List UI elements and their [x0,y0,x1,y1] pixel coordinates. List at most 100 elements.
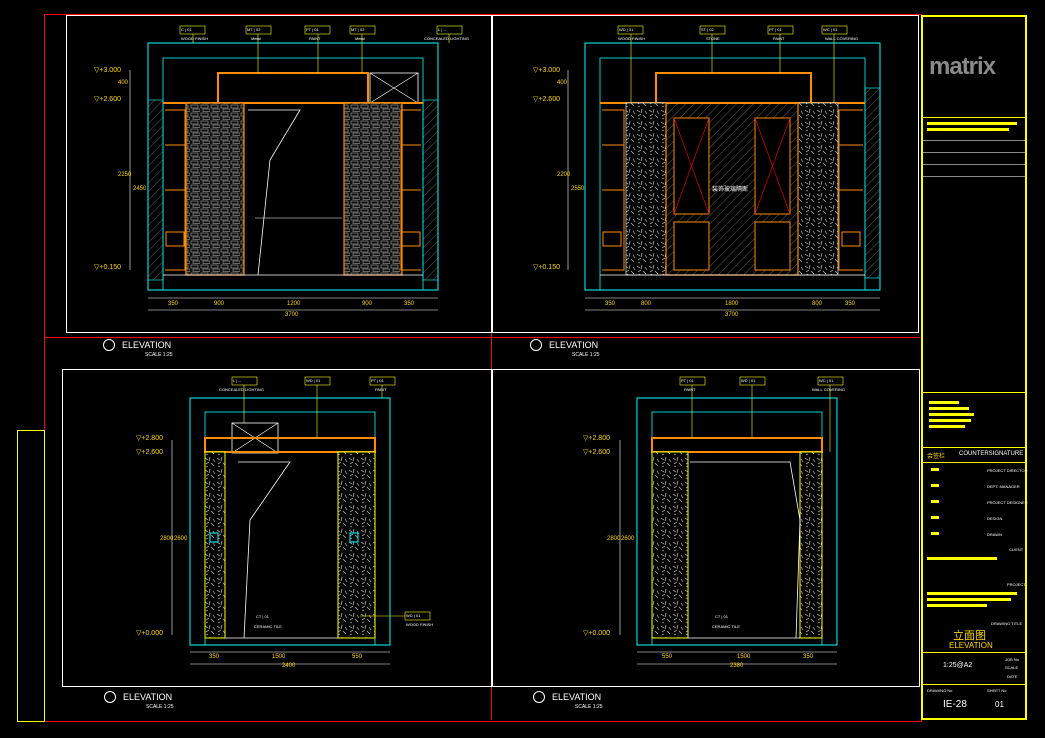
role-design: DESIGN [987,516,1003,521]
view-2-scale: SCALE 1:25 [572,352,600,358]
view-4-title: ELEVATION [552,692,602,702]
view-4-level-3: ▽+0.000 [583,630,610,637]
view-1-dim-left-3: 2450 [133,186,147,192]
view-3-tag-3-text: PAINT [375,387,387,392]
view-1-dim-2: 900 [214,301,225,307]
view-1-tag-5-text: CONCEALED LIGHTING [424,36,469,41]
view-panel-2 [492,15,919,333]
view-1-tag-1: C | 01 [181,27,192,32]
view-1-marker-icon [103,339,115,351]
view-1-dim-3: 1200 [287,301,301,307]
view-1-level-1: ▽+3.000 [94,67,121,74]
sheet-grid-v [491,14,492,720]
view-1-dim-left-1: 400 [118,80,129,86]
project-label: PROJECT [1007,582,1026,587]
view-1-dim-total: 3700 [285,312,299,318]
view-3-dim-total: 2400 [282,663,296,669]
signature-header: 会签栏 COUNTERSIGNATURE [923,447,1025,463]
view-2-tag-1-text: WOOD FINISH [618,36,646,41]
view-4-tag-1: PT | 01 [681,378,694,383]
role-project-director: PROJECT DIRECTOR [987,468,1028,473]
view-1-dim-5: 350 [404,301,415,307]
view-4-tag-3: WC | 01 [819,378,834,383]
drawing-title-en: ELEVATION [949,641,993,650]
view-4-dim-left-1: 2800 [607,536,621,542]
view-panel-3 [62,369,492,687]
view-2-center-label: 装饰玻璃隔断 [712,187,749,193]
elevation-3 [171,376,431,665]
view-1-dim-4: 900 [362,301,373,307]
view-2-marker-icon [530,339,542,351]
role-drawn: DRAWN [987,532,1002,537]
view-3-tag-3: PT | 01 [371,378,384,383]
view-3-dim-left-1: 2800 [160,536,174,542]
view-1-tag-4-text: Metal [355,36,365,41]
view-4-level-1: ▽+2.800 [583,435,610,442]
view-panel-1 [66,15,492,333]
client-row [927,557,997,560]
view-4-marker-icon [533,691,545,703]
scale-label: SCALE [1005,665,1019,670]
view-2-dim-1: 350 [605,301,616,307]
signature-label: 会签栏 [927,454,946,460]
view-1-dim-left-2: 2250 [118,172,132,178]
sheet-no: 01 [995,700,1004,709]
view-3-tag-1-text: CONCEALED LIGHTING [219,387,264,392]
view-3-bottom-tag: CT | 01 [256,614,269,619]
info-rows: JOB No 1:25@A2 SCALE DATE [923,652,1025,683]
view-2-dim-left-2: 2200 [557,172,571,178]
elevation-1 [129,25,463,311]
client-label: CLIENT [1009,547,1024,552]
view-1-tag-2-text: Metal [251,36,261,41]
view-1-tag-2: MT | 02 [247,27,261,32]
view-2-title: ELEVATION [549,340,599,350]
project-rows [927,592,1021,608]
view-3-level-3: ▽+0.000 [136,630,163,637]
view-2-dim-3: 1800 [725,301,739,307]
view-2-tag-2: ST | 02 [701,27,714,32]
view-1-tag-4: MT | 02 [351,27,365,32]
elevation-drawings [129,25,881,665]
view-1-scale: SCALE 1:25 [145,352,173,358]
view-3-dim-left-2: 2600 [174,536,188,542]
view-2-dim-2: 800 [641,301,652,307]
view-2-dim-left-1: 400 [557,80,568,86]
view-2-level-2: ▽+2.600 [533,96,560,103]
view-3-title: ELEVATION [123,692,173,702]
drawing-title-cn: 立面图 [953,630,986,642]
view-3-dim-2: 1500 [272,654,286,660]
elevation-4 [619,376,844,665]
logo: matrix [929,53,996,80]
view-4-bottom-tag-text: CERAMIC TILE [712,624,740,629]
left-ruler [17,430,45,722]
view-4-dim-left-2: 2600 [621,536,635,542]
view-4-level-2: ▽+2.600 [583,449,610,456]
view-1-level-2: ▽+2.600 [94,96,121,103]
view-4-scale: SCALE 1:25 [575,704,603,710]
sheet-no-label: SHEET No [987,688,1007,693]
view-3-bottom-tag-text: CERAMIC TILE [254,624,282,629]
view-2-dim-left-3: 2550 [571,186,585,192]
view-4-tag-1-text: PAINT [684,387,696,392]
view-1-dim-1: 350 [168,301,179,307]
view-4-dim-3: 350 [803,654,814,660]
countersignature-label: COUNTERSIGNATURE [959,451,1024,457]
view-1-title: ELEVATION [122,340,172,350]
view-4-tag-3-text: WALL COVERING [812,387,846,392]
view-1-level-3: ▽+0.150 [94,264,121,271]
view-3-side-tag: WD | 01 [406,613,421,618]
view-3-scale: SCALE 1:25 [146,704,174,710]
view-2-tag-3: PT | 01 [769,27,782,32]
title-block: matrix 会签栏 COUNTERSIGNATURE PROJECT DIRE… [921,15,1028,720]
sheet-grid-h [44,337,920,338]
drawing-number-row: DRAWING No SHEET No IE-28 01 [923,684,1025,719]
view-3-tag-2: WD | 01 [306,378,321,383]
view-2-level-1: ▽+3.000 [533,67,560,74]
view-1-tag-5: L | -- [438,27,447,32]
view-4-dim-1: 550 [662,654,673,660]
drawing-title-label: DRAWING TITLE [991,621,1023,626]
view-3-side-tag-text: WOOD FINISH [406,622,434,627]
title-block-company-rows [923,117,1025,192]
view-2-tag-4-text: WALL COVERING [825,36,859,41]
drawing-no: IE-28 [943,699,967,710]
